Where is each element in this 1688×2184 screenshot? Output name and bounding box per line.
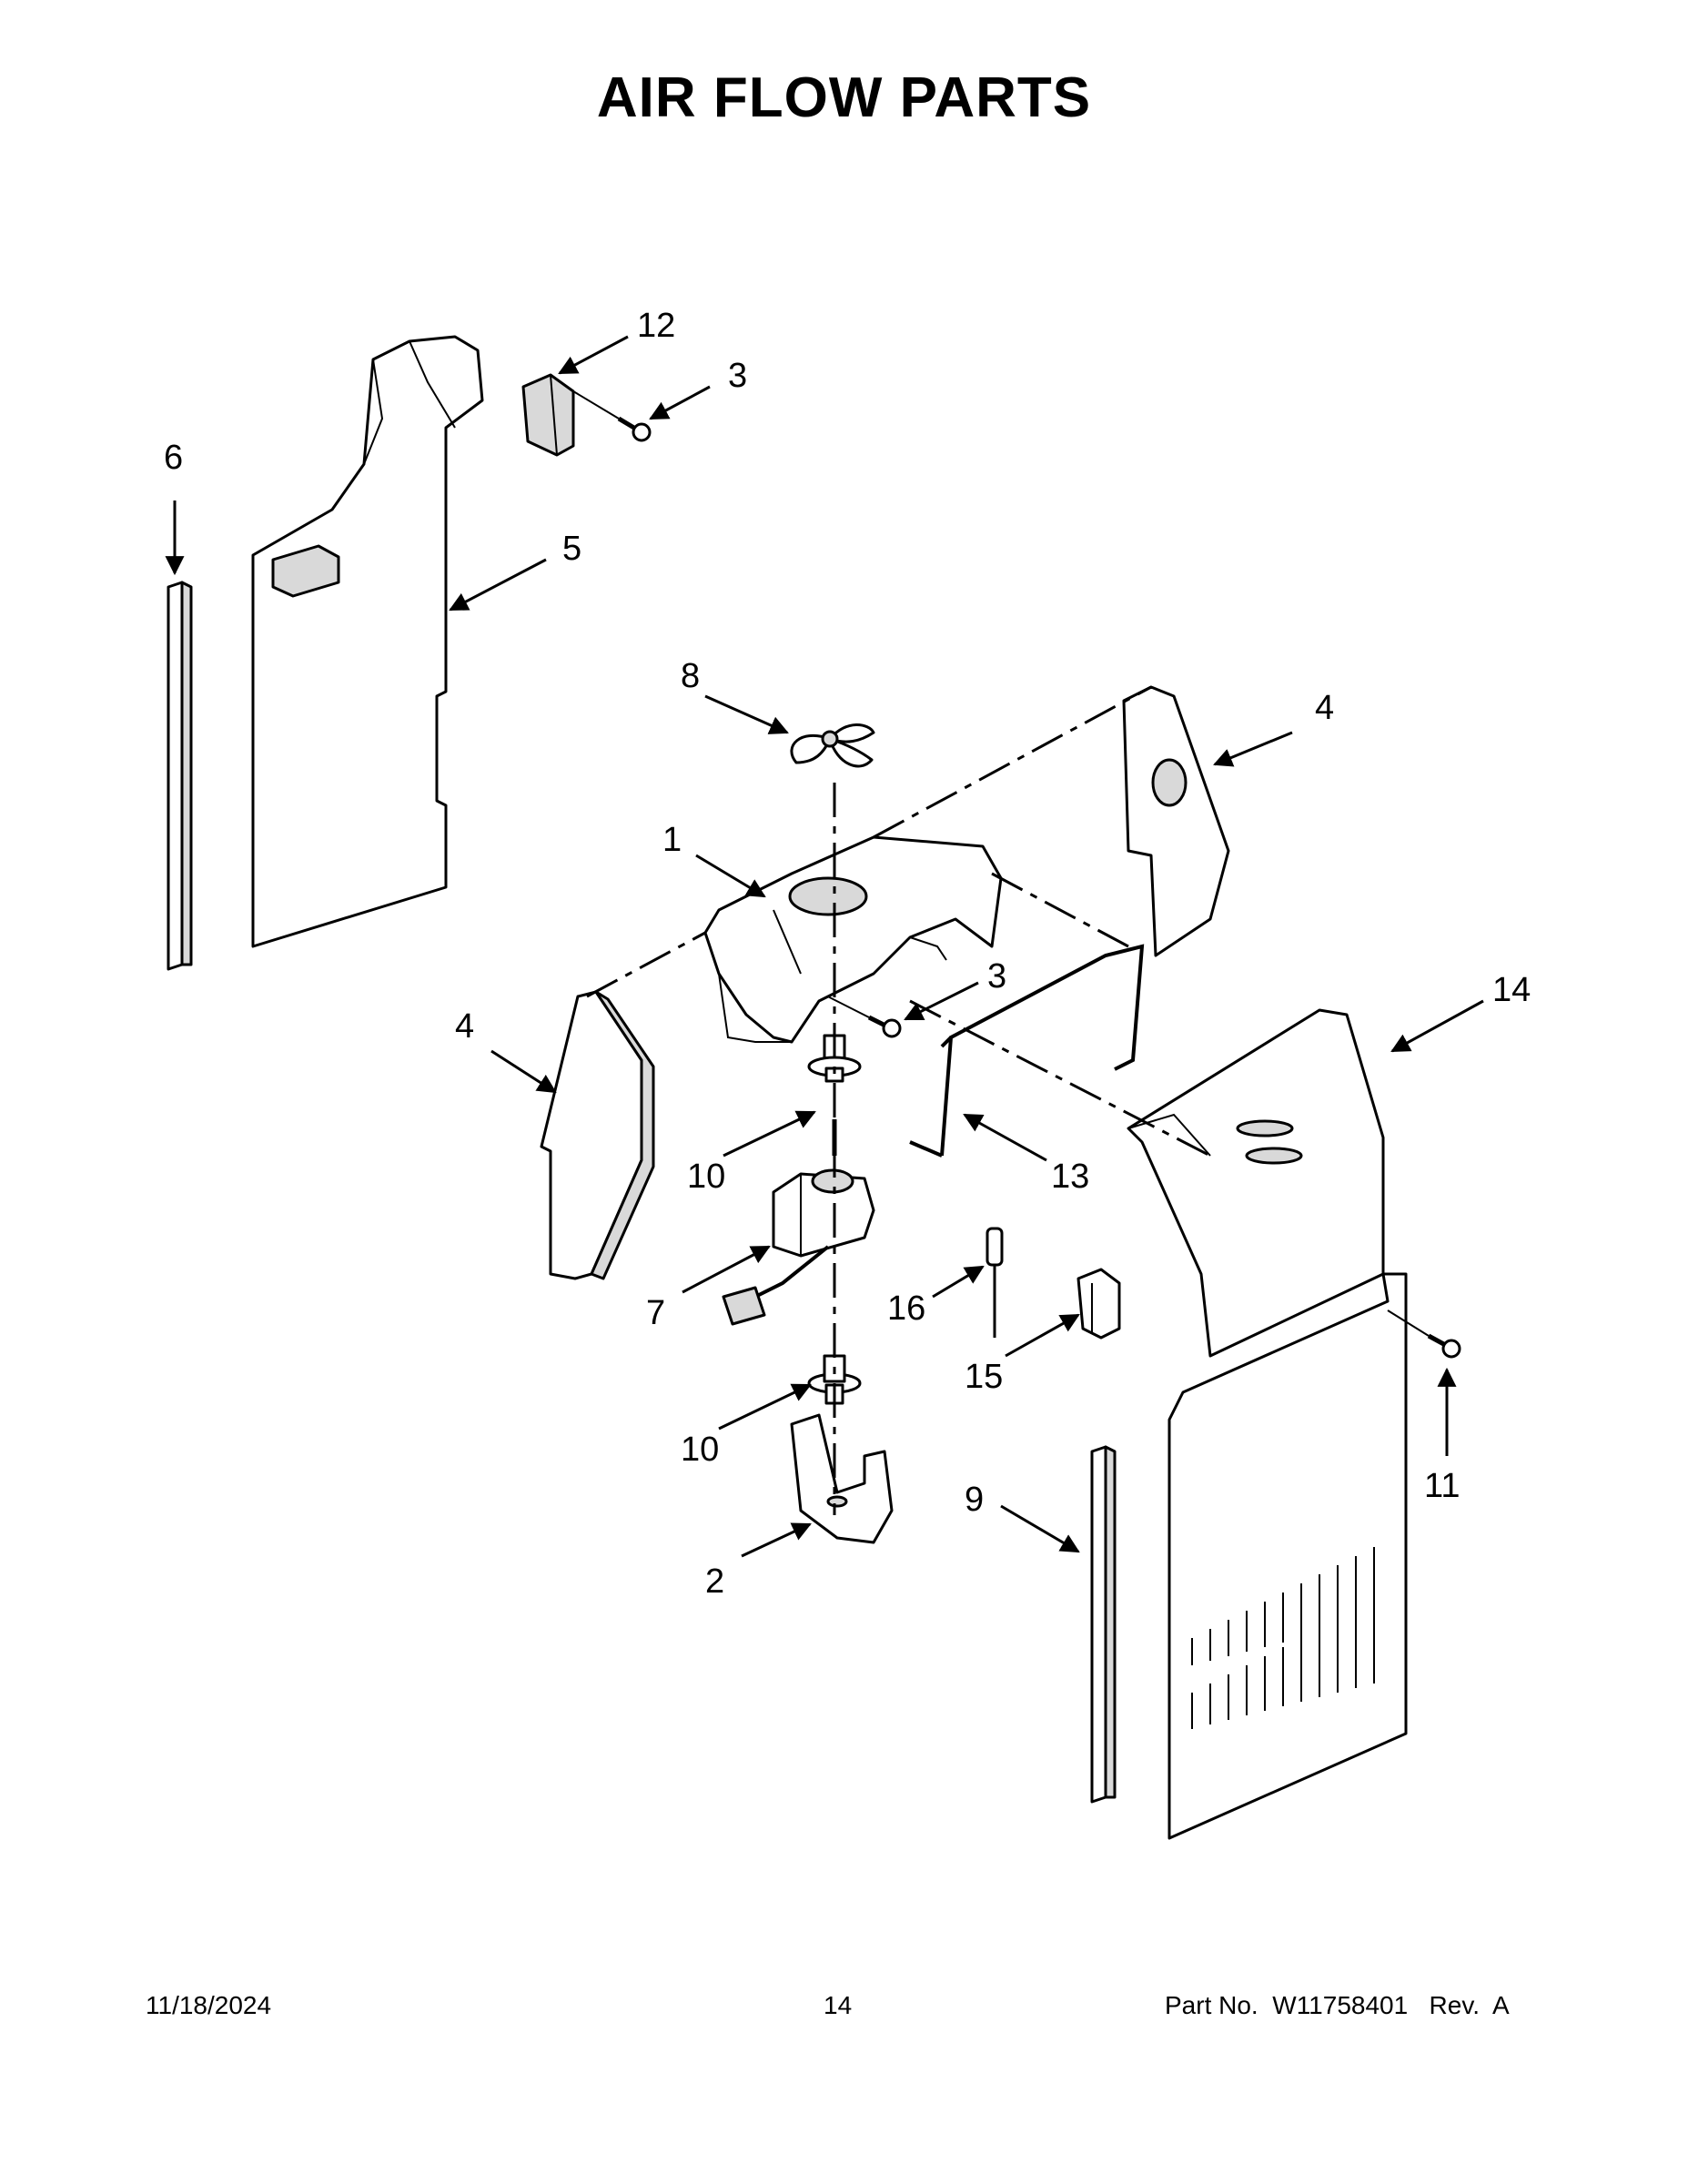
part-15-clip — [1076, 1268, 1121, 1340]
part-16-sensor — [986, 1227, 1004, 1338]
part-6-gasket-strip — [167, 581, 193, 971]
part-2-motor-bracket — [790, 1413, 894, 1544]
part-1-fan-housing — [703, 835, 1003, 1044]
callout-6: 6 — [164, 439, 183, 477]
callout-15: 15 — [965, 1358, 1003, 1396]
part-4-baffle-left — [540, 990, 655, 1280]
callout-9: 9 — [965, 1481, 984, 1519]
callout-4: 4 — [1315, 689, 1334, 727]
assembly-lines — [586, 685, 1211, 1515]
part-11-screw — [1387, 1309, 1461, 1359]
part-14-duct-cover — [1127, 1008, 1408, 1840]
part-13-wire-bracket — [909, 944, 1145, 1158]
part-7-fan-motor — [722, 1119, 875, 1326]
callout-3: 3 — [728, 357, 747, 395]
footer-page-number: 14 — [824, 1991, 853, 2019]
part-8-fan-blade — [790, 723, 875, 768]
callout-14: 14 — [1492, 971, 1531, 1009]
callout-1: 1 — [662, 821, 682, 859]
callout-5: 5 — [562, 530, 581, 568]
callout-7: 7 — [646, 1294, 665, 1332]
part-9-gasket-strip — [1090, 1445, 1117, 1804]
leader-arrows — [165, 335, 1484, 1558]
callout-3: 3 — [987, 957, 1006, 996]
callout-4: 4 — [455, 1007, 474, 1046]
callout-10: 10 — [687, 1158, 725, 1196]
callout-13: 13 — [1051, 1158, 1089, 1196]
vent-slots — [1191, 1547, 1375, 1729]
page-title: AIR FLOW PARTS — [596, 66, 1092, 129]
callout-2: 2 — [705, 1562, 724, 1601]
part-3-screw-top — [572, 390, 652, 442]
callout-12: 12 — [637, 307, 675, 345]
part-5-duct-panel — [251, 335, 484, 948]
callout-16: 16 — [887, 1289, 925, 1328]
callout-11: 11 — [1424, 1467, 1460, 1505]
part-4-baffle-right — [1122, 685, 1230, 957]
callout-8: 8 — [681, 657, 700, 695]
part-12-damper-cover — [521, 373, 575, 457]
callout-labels: 12 3 6 5 8 4 1 3 4 14 10 13 7 16 15 10 1… — [164, 307, 1531, 1601]
callout-10: 10 — [681, 1431, 719, 1469]
footer-part-number: Part No. W11758401 Rev. A — [1165, 1991, 1510, 2019]
footer-date: 11/18/2024 — [146, 1991, 272, 2019]
